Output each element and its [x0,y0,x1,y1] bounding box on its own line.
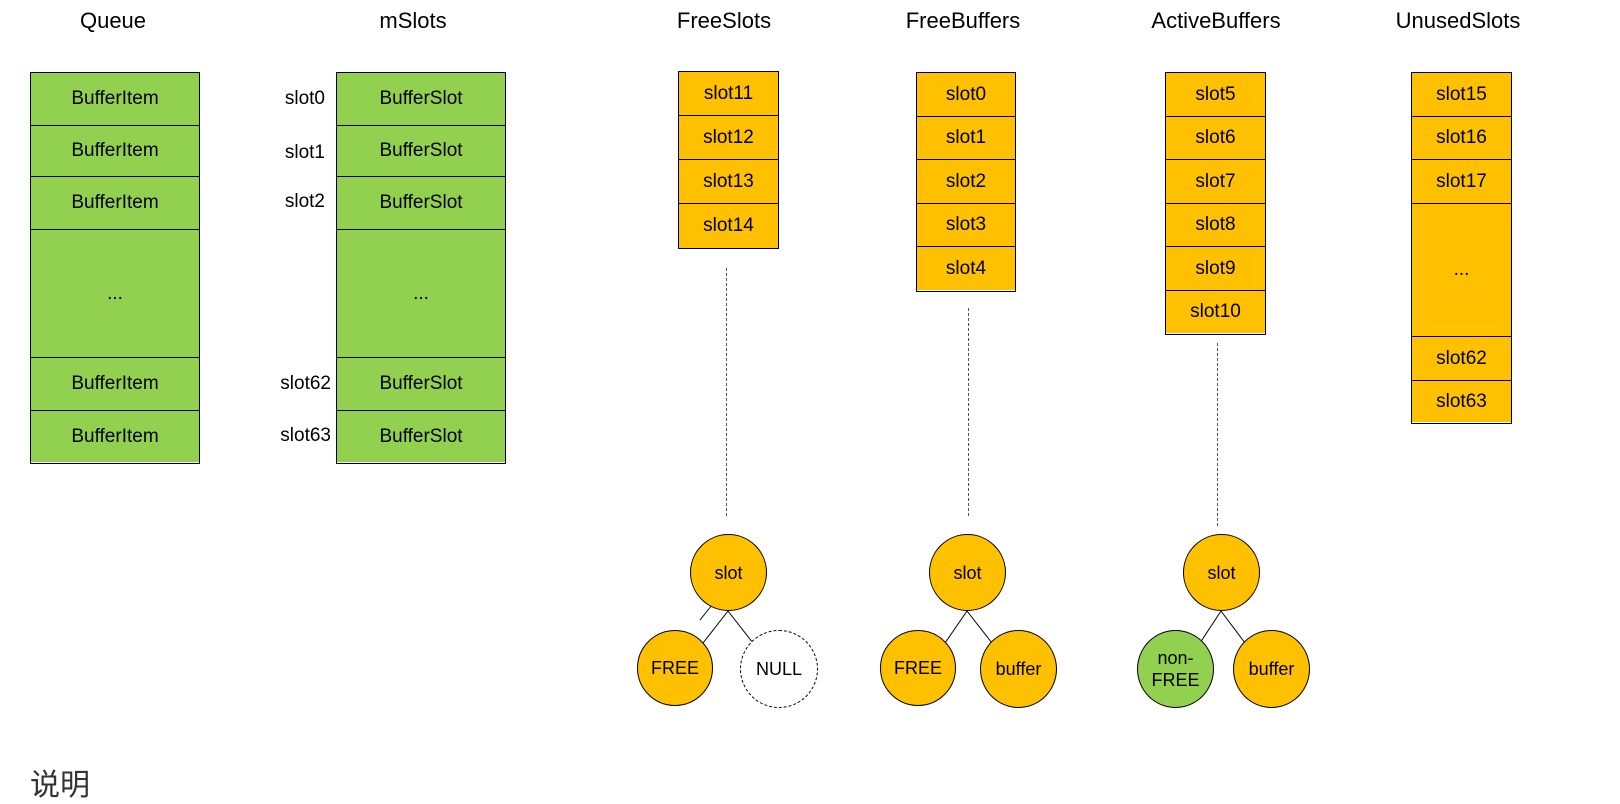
active-buffers-left-node: non- FREE [1137,630,1214,708]
free-slots-left-node: FREE [637,630,713,706]
mslot-index: slot1 [284,142,325,163]
active-buffers-right-node: buffer [1233,630,1310,708]
free-buffers-connector [968,308,969,516]
active-buffers-title: ActiveBuffers [1151,8,1281,33]
queue-item: BufferItem [31,358,199,411]
active-buffers-root-node: slot [1183,534,1260,611]
tree-edge [966,610,993,644]
free-buffers-left-node: FREE [880,630,956,706]
free-slots-stack: slot11 slot12 slot13 slot14 [678,71,779,249]
free-slots-title: FreeSlots [676,8,772,33]
mslots-stack: BufferSlot BufferSlot BufferSlot ... Buf… [336,72,506,464]
queue-item: BufferItem [31,177,199,230]
tree-edge [702,610,729,644]
free-slot-item: slot12 [679,116,778,160]
free-buffers-root-node: slot [929,534,1006,611]
free-buffers-stack: slot0 slot1 slot2 slot3 slot4 [916,72,1016,292]
mslot-item: BufferSlot [337,126,505,177]
unused-slot-ellipsis: ... [1412,204,1511,337]
mslot-index: slot2 [284,191,325,212]
free-buffer-item: slot1 [917,117,1015,160]
free-buffers-title: FreeBuffers [905,8,1021,33]
free-slot-item: slot11 [679,72,778,116]
unused-slot-item: slot17 [1412,160,1511,204]
queue-title: Queue [79,8,147,33]
free-buffer-item: slot2 [917,160,1015,204]
free-buffer-item: slot3 [917,204,1015,247]
queue-stack: BufferItem BufferItem BufferItem ... Buf… [30,72,200,464]
mslot-index: slot0 [284,88,325,109]
active-buffers-stack: slot5 slot6 slot7 slot8 slot9 slot10 [1165,72,1266,335]
mslot-item: BufferSlot [337,358,505,411]
tree-edge [699,604,713,621]
queue-ellipsis: ... [31,230,199,358]
active-buffer-item: slot7 [1166,160,1265,204]
free-slots-root-node: slot [690,534,767,611]
free-buffer-item: slot4 [917,247,1015,290]
unused-slot-item: slot62 [1412,337,1511,381]
active-buffers-connector [1217,343,1218,526]
free-slots-right-node: NULL [740,630,818,708]
mslot-ellipsis: ... [337,230,505,358]
buffer-queue-diagram: Queue mSlots FreeSlots FreeBuffers Activ… [30,8,1521,803]
active-buffer-item: slot6 [1166,117,1265,160]
tree-edge [1199,610,1222,644]
unused-slot-item: slot63 [1412,381,1511,422]
mslot-index: slot63 [280,425,331,446]
unused-slot-item: slot16 [1412,117,1511,160]
mslot-item: BufferSlot [337,411,505,462]
queue-item: BufferItem [31,126,199,177]
queue-item: BufferItem [31,73,199,126]
tree-edge [1220,610,1246,644]
free-buffers-right-node: buffer [980,630,1057,708]
caption-heading: 说明 [30,768,90,803]
tree-edge [727,610,754,644]
queue-item: BufferItem [31,411,199,462]
mslot-item: BufferSlot [337,177,505,230]
free-slot-item: slot14 [679,204,778,248]
mslot-index: slot62 [280,373,331,394]
unused-slots-title: UnusedSlots [1395,8,1521,33]
free-slots-connector [726,268,727,516]
unused-slot-item: slot15 [1412,73,1511,117]
mslots-title: mSlots [379,8,447,33]
active-buffer-item: slot9 [1166,247,1265,291]
free-slot-item: slot13 [679,160,778,204]
active-buffer-item: slot8 [1166,204,1265,247]
active-buffer-item: slot10 [1166,291,1265,333]
free-buffer-item: slot0 [917,73,1015,117]
tree-edge [944,610,968,644]
active-buffer-item: slot5 [1166,73,1265,117]
mslot-item: BufferSlot [337,73,505,126]
unused-slots-stack: slot15 slot16 slot17 ... slot62 slot63 [1411,72,1512,424]
